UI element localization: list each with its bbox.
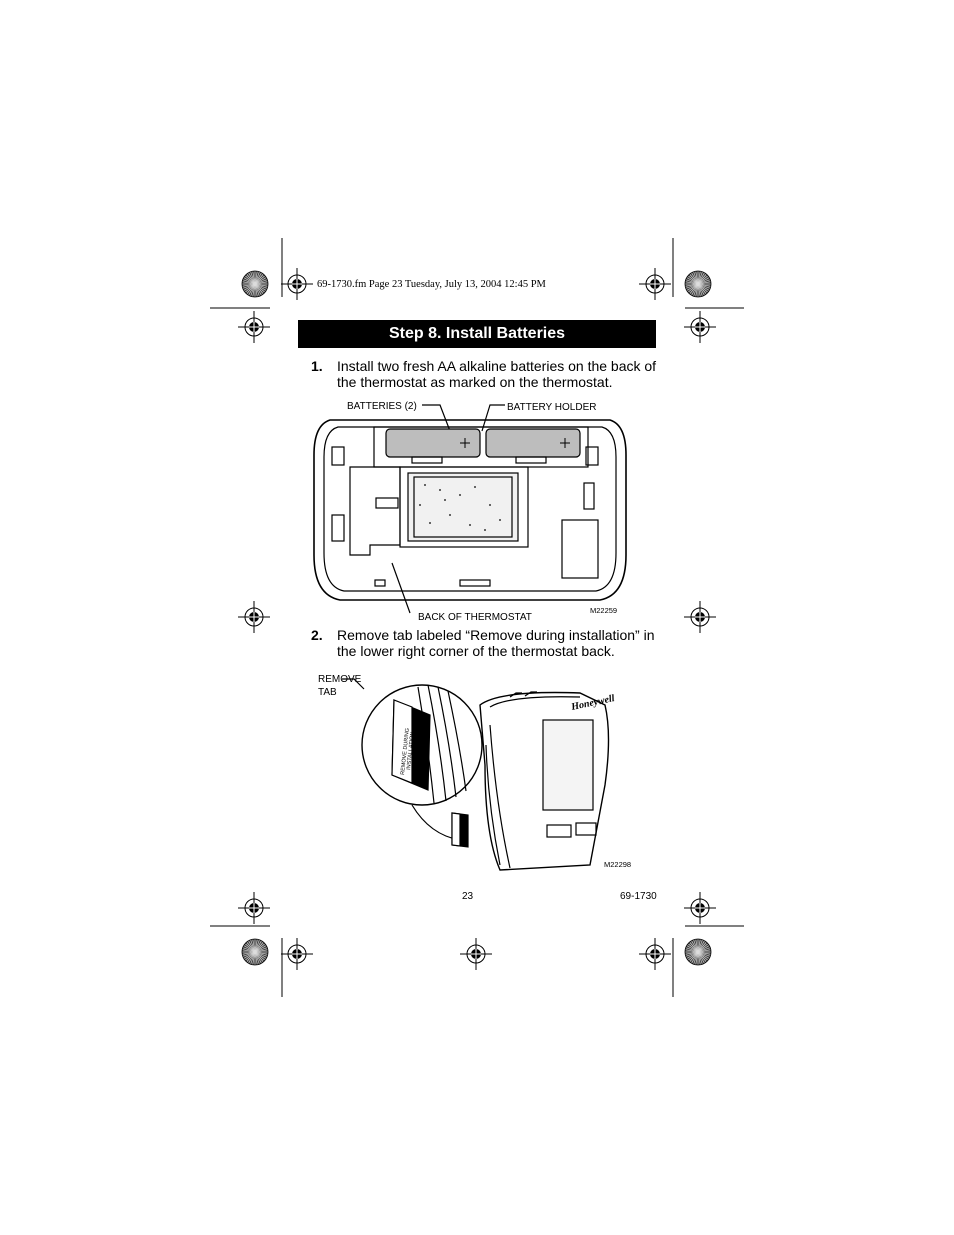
registration-crosshair	[238, 892, 270, 924]
label-back-of-thermostat: BACK OF THERMOSTAT	[418, 612, 532, 623]
figure-2-code: M22298	[604, 860, 632, 869]
thermostat-back-illustration	[313, 404, 627, 614]
registration-crosshair	[639, 938, 671, 970]
brand-logo: Honeywell	[569, 693, 615, 713]
label-remove-line-2: TAB	[318, 687, 337, 698]
step-2-text: Remove tab labeled “Remove during instal…	[337, 627, 655, 659]
page-number: 23	[462, 891, 474, 902]
registration-crosshair	[684, 892, 716, 924]
registration-crosshair	[639, 268, 671, 300]
registration-starburst	[684, 270, 712, 298]
label-remove-tab: REMOVE TAB	[318, 673, 361, 699]
registration-crosshair	[684, 311, 716, 343]
step-1-text: Install two fresh AA alkaline batteries …	[337, 358, 657, 390]
registration-crosshair	[460, 938, 492, 970]
registration-starburst	[241, 270, 269, 298]
step-2-number: 2.	[311, 627, 323, 643]
registration-crosshair	[238, 311, 270, 343]
label-remove-line-1: REMOVE	[318, 674, 362, 685]
registration-starburst	[684, 938, 712, 966]
file-info-header: 69-1730.fm Page 23 Tuesday, July 13, 200…	[317, 279, 546, 290]
thermostat-front-illustration: Honeywell REMOVE DURING INSTALLATION	[342, 678, 616, 871]
registration-crosshair	[281, 268, 313, 300]
registration-crosshair	[281, 938, 313, 970]
label-batteries: BATTERIES (2)	[347, 401, 417, 412]
registration-crosshair	[238, 601, 270, 633]
section-title: Step 8. Install Batteries	[298, 320, 656, 348]
registration-crosshair	[684, 601, 716, 633]
registration-starburst	[241, 938, 269, 966]
label-battery-holder: BATTERY HOLDER	[507, 402, 597, 413]
figure-1-code: M22259	[590, 606, 618, 615]
step-1-number: 1.	[311, 358, 323, 374]
tab-text-line-1: REMOVE DURING	[400, 728, 411, 775]
tab-text-line-2: INSTALLATION	[406, 731, 416, 770]
document-number: 69-1730	[620, 891, 657, 902]
